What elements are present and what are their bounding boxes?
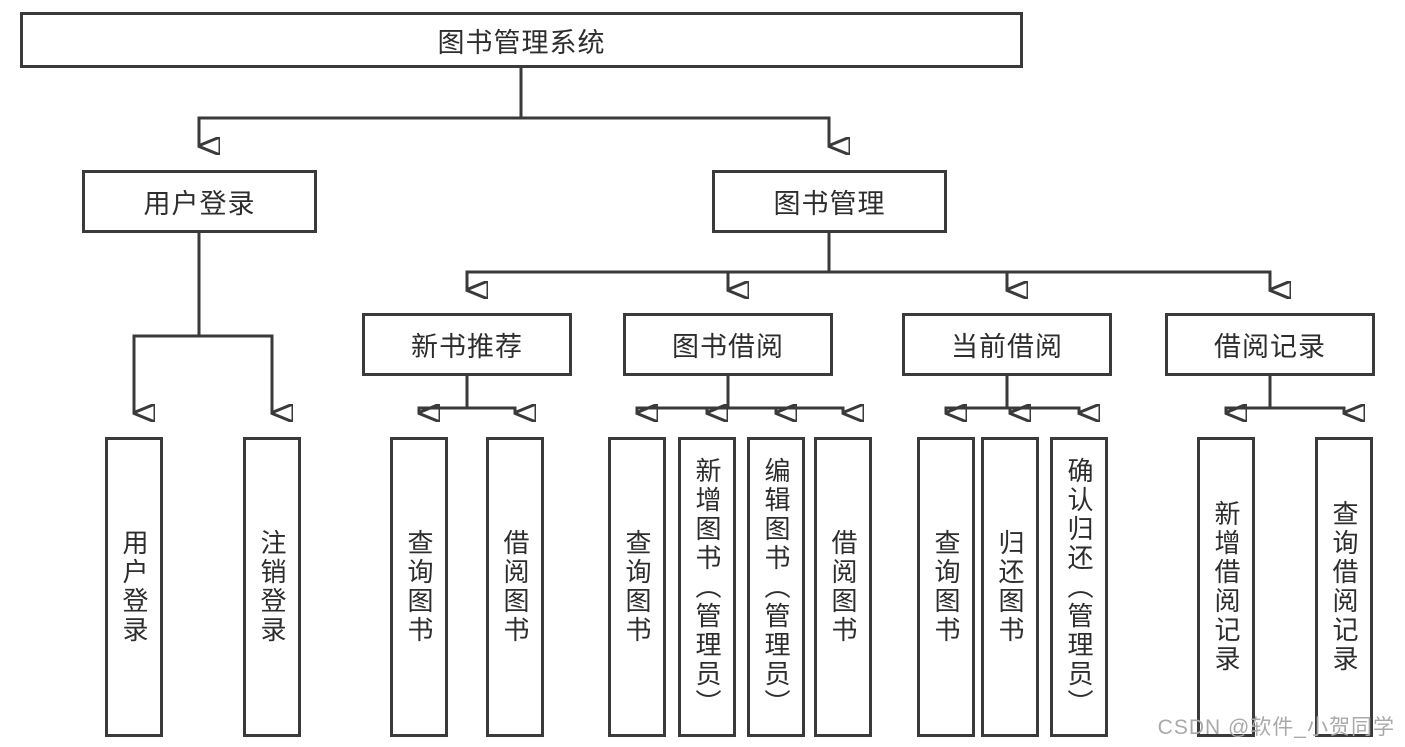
leaf-label: 查询图书 — [622, 529, 652, 645]
leaf-query-books-current: 查询图书 — [917, 437, 975, 737]
csdn-watermark: CSDN @软件_小贺同学 — [1157, 716, 1395, 739]
edges-borrow-records-to-leaves — [1224, 374, 1344, 413]
leaf-label: 注销登录 — [257, 529, 287, 645]
leaf-label: 确认归还（管理员） — [1064, 456, 1094, 718]
leaf-query-books-borrow: 查询图书 — [608, 437, 666, 737]
leaf-logout: 注销登录 — [243, 437, 301, 737]
node-current-borrow: 当前借阅 — [902, 313, 1112, 376]
node-new-book-recommend: 新书推荐 — [362, 313, 572, 376]
edges-book-borrow-to-leaves — [635, 374, 843, 413]
leaf-label: 新增图书（管理员） — [692, 456, 722, 718]
leaf-add-books-admin: 新增图书（管理员） — [678, 437, 736, 737]
edges-user-login-to-leaves — [132, 231, 272, 413]
leaf-label: 查询图书 — [404, 529, 434, 645]
edges-current-borrow-to-leaves — [944, 374, 1079, 413]
edges-root-to-level2 — [197, 65, 829, 146]
node-book-borrow: 图书借阅 — [623, 313, 833, 376]
leaf-return-books: 归还图书 — [981, 437, 1039, 737]
node-book-management: 图书管理 — [712, 170, 947, 233]
node-borrow-records: 借阅记录 — [1165, 313, 1375, 376]
leaf-label: 查询借阅记录 — [1329, 500, 1359, 674]
leaf-label: 借阅图书 — [828, 529, 858, 645]
leaf-confirm-return-admin: 确认归还（管理员） — [1050, 437, 1108, 737]
leaf-label: 编辑图书（管理员） — [761, 456, 791, 718]
edges-new-book-to-leaves — [417, 374, 515, 413]
leaf-label: 新增借阅记录 — [1211, 500, 1241, 674]
leaf-edit-books-admin: 编辑图书（管理员） — [747, 437, 805, 737]
leaf-borrow-books-recommend: 借阅图书 — [486, 437, 544, 737]
leaf-add-borrow-record: 新增借阅记录 — [1197, 437, 1255, 737]
leaf-query-books-recommend: 查询图书 — [390, 437, 448, 737]
leaf-user-login: 用户登录 — [105, 437, 163, 737]
leaf-borrow-books: 借阅图书 — [814, 437, 872, 737]
leaf-label: 用户登录 — [119, 529, 149, 645]
leaf-query-borrow-record: 查询借阅记录 — [1315, 437, 1373, 737]
edges-book-mgmt-to-level3 — [465, 231, 1270, 290]
leaf-label: 归还图书 — [995, 529, 1025, 645]
leaf-label: 借阅图书 — [500, 529, 530, 645]
node-user-login: 用户登录 — [82, 170, 317, 233]
leaf-label: 查询图书 — [931, 529, 961, 645]
node-root: 图书管理系统 — [20, 12, 1023, 68]
